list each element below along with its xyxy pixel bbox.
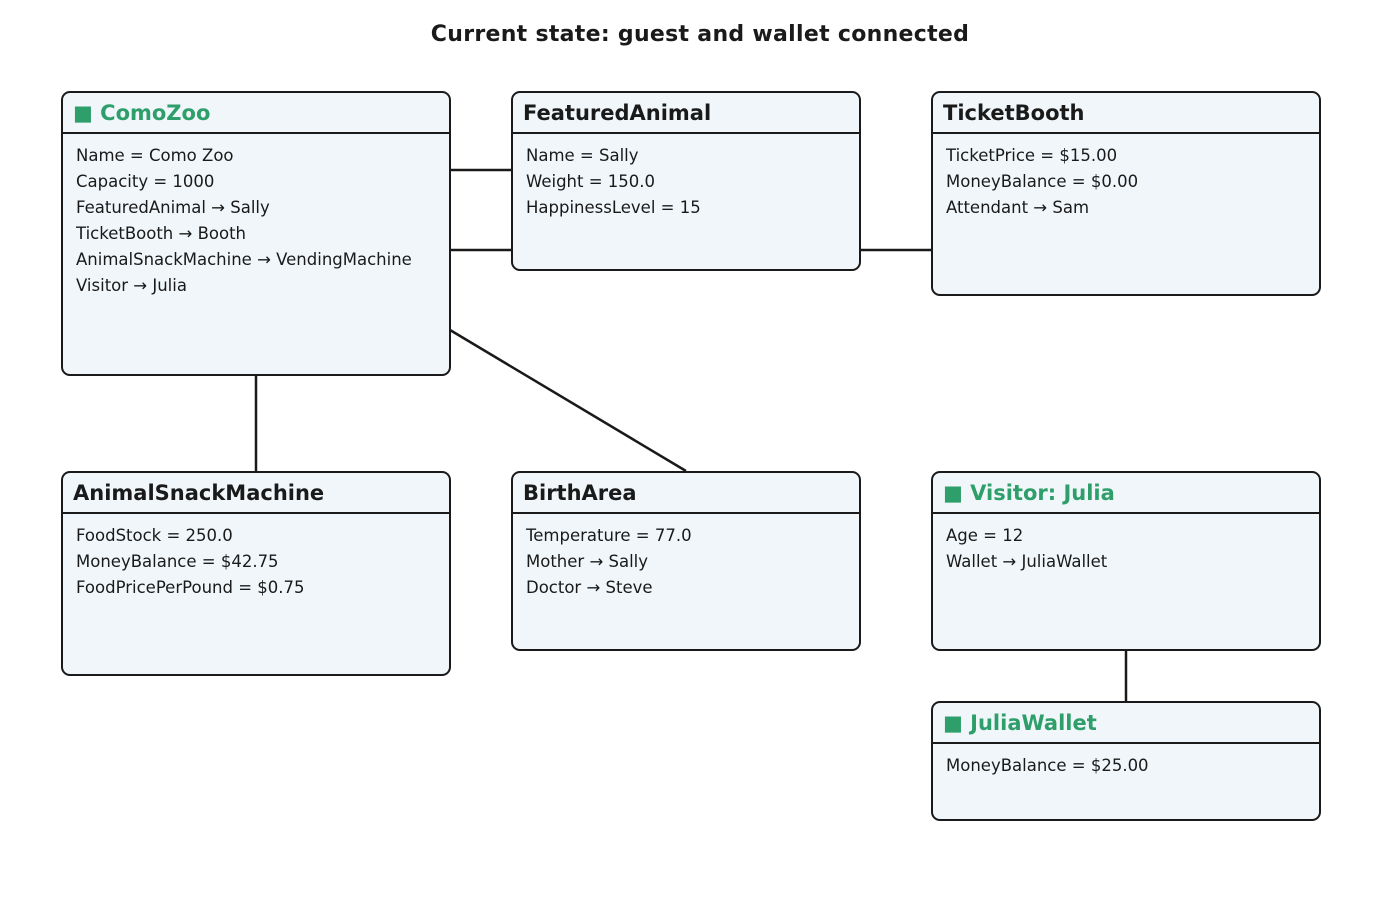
diagram-title: Current state: guest and wallet connecte…: [430, 22, 970, 47]
node-birth-area[interactable]: BirthArea Temperature = 77.0 Mother → Sa…: [511, 471, 861, 651]
attribute: FoodStock = 250.0: [76, 526, 233, 545]
edge-comozoo-birtharea: [449, 328, 687, 473]
attribute: Visitor → Julia: [76, 276, 187, 295]
attribute: Doctor → Steve: [526, 578, 653, 597]
attribute: Name = Sally: [526, 146, 639, 165]
attribute: Attendant → Sam: [946, 198, 1090, 217]
node-animal-snack-machine-header: AnimalSnackMachine: [63, 473, 449, 514]
node-featured-animal-header: FeaturedAnimal: [513, 93, 859, 134]
attribute: Capacity = 1000: [76, 172, 215, 191]
attribute: Temperature = 77.0: [526, 526, 692, 545]
attribute: Age = 12: [946, 526, 1024, 545]
node-como-zoo-header: ■ ComoZoo: [63, 93, 449, 134]
attribute: HappinessLevel = 15: [526, 198, 701, 217]
node-visitor-header: ■ Visitor: Julia: [933, 473, 1319, 514]
attribute: Wallet → JuliaWallet: [946, 552, 1108, 571]
attribute: Weight = 150.0: [526, 172, 656, 191]
node-como-zoo[interactable]: ■ ComoZoo Name = Como Zoo Capacity = 100…: [61, 91, 451, 376]
attribute: Mother → Sally: [526, 552, 649, 571]
node-featured-animal[interactable]: FeaturedAnimal Name = Sally Weight = 150…: [511, 91, 861, 271]
node-birth-area-header: BirthArea: [513, 473, 859, 514]
node-ticket-booth[interactable]: TicketBooth TicketPrice = $15.00 MoneyBa…: [931, 91, 1321, 296]
attribute: MoneyBalance = $42.75: [76, 552, 279, 571]
attribute: TicketPrice = $15.00: [946, 146, 1118, 165]
node-julia-wallet-header: ■ JuliaWallet: [933, 703, 1319, 744]
attribute: FoodPricePerPound = $0.75: [76, 578, 305, 597]
attribute: MoneyBalance = $0.00: [946, 172, 1139, 191]
attribute: TicketBooth → Booth: [76, 224, 247, 243]
node-visitor[interactable]: ■ Visitor: Julia Age = 12 Wallet → Julia…: [931, 471, 1321, 651]
attribute: Name = Como Zoo: [76, 146, 234, 165]
node-ticket-booth-header: TicketBooth: [933, 93, 1319, 134]
attribute: MoneyBalance = $25.00: [946, 756, 1149, 775]
attribute: FeaturedAnimal → Sally: [76, 198, 270, 217]
node-julia-wallet[interactable]: ■ JuliaWallet MoneyBalance = $25.00: [931, 701, 1321, 821]
node-animal-snack-machine[interactable]: AnimalSnackMachine FoodStock = 250.0 Mon…: [61, 471, 451, 676]
attribute: AnimalSnackMachine → VendingMachine: [76, 250, 412, 269]
